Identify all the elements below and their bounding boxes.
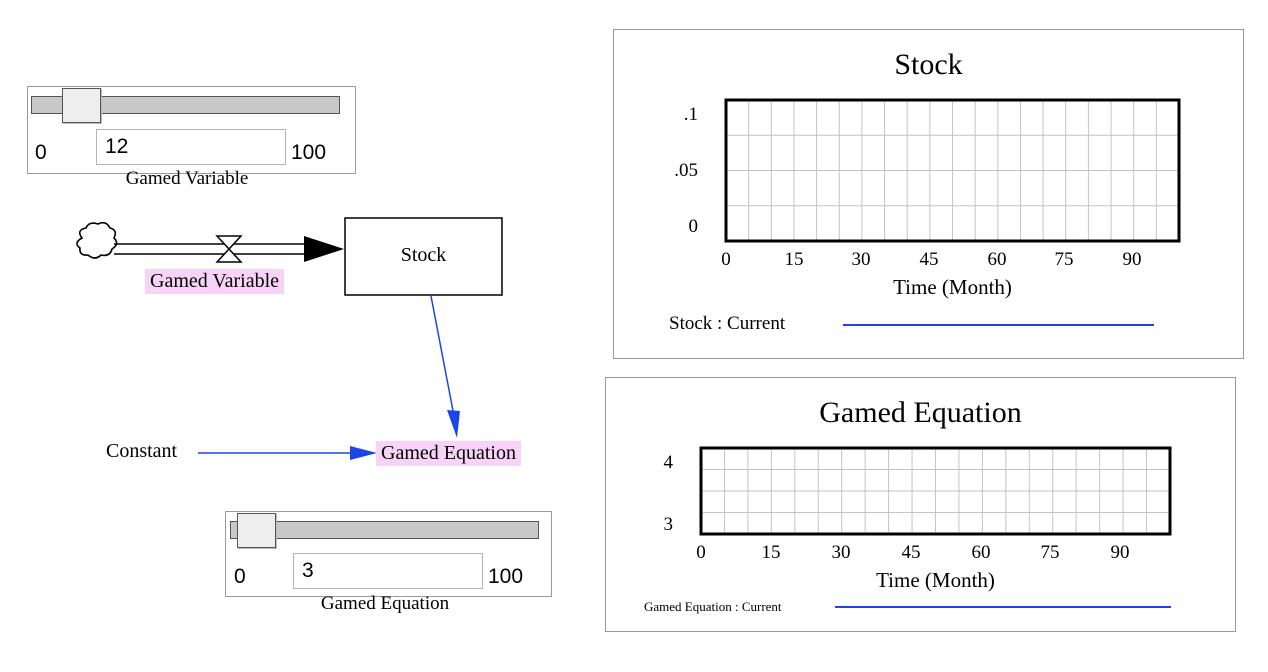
x-tick-label: 60 <box>971 542 991 563</box>
x-axis-label: Time (Month) <box>876 568 995 592</box>
gamed-equation-value-field[interactable]: 3 <box>293 553 483 589</box>
x-tick-label: 30 <box>851 249 871 270</box>
y-tick-label: 3 <box>663 514 674 535</box>
flow-rate-label[interactable]: Gamed Variable <box>145 269 285 294</box>
cloud-icon <box>76 221 118 259</box>
stock-box <box>344 217 503 296</box>
graph-title: Gamed Equation <box>819 396 1022 429</box>
gamed-variable-slider-caption: Gamed Variable <box>125 168 249 189</box>
x-tick-label: 45 <box>919 249 939 270</box>
plot-frame <box>724 98 1181 243</box>
slider-min-label: 0 <box>35 141 47 164</box>
y-tick-label: 0 <box>688 216 699 237</box>
gamed-equation-slider-thumb[interactable] <box>237 513 276 548</box>
x-tick-label: 30 <box>831 542 851 563</box>
x-tick-label: 75 <box>1054 249 1074 270</box>
x-tick-label: 0 <box>696 542 706 563</box>
x-tick-label: 15 <box>784 249 804 270</box>
x-tick-label: 60 <box>987 249 1007 270</box>
plot-frame <box>699 446 1172 536</box>
valve-icon <box>215 235 243 263</box>
constant-label[interactable]: Constant <box>106 440 178 462</box>
x-axis-label: Time (Month) <box>893 275 1012 299</box>
x-tick-label: 90 <box>1110 542 1130 563</box>
gamed-variable-value-field[interactable]: 12 <box>96 129 286 165</box>
y-tick-label: .05 <box>674 160 698 181</box>
legend-line <box>835 606 1171 608</box>
x-tick-label: 0 <box>721 249 731 270</box>
stock-label[interactable]: Stock <box>400 244 447 266</box>
stock-graph-panel[interactable]: Stock .1 .05 0 0 15 30 45 60 75 90 Time … <box>613 29 1244 359</box>
link-arrowhead-icon <box>350 446 377 460</box>
stock-graph-plot-area <box>724 98 1181 243</box>
gamed-variable-slider-panel: 0 12 100 <box>27 86 356 174</box>
gamed-equation-slider-caption: Gamed Equation <box>320 593 450 614</box>
slider-max-label: 100 <box>488 565 524 588</box>
gamed-variable-slider-thumb[interactable] <box>62 88 101 123</box>
slider-max-label: 100 <box>291 141 327 164</box>
flow-arrowhead-icon <box>304 236 344 262</box>
x-tick-label: 15 <box>761 542 781 563</box>
legend-label: Stock : Current <box>669 313 786 334</box>
gamed-equation-label[interactable]: Gamed Equation <box>376 441 521 466</box>
gamed-equation-graph-panel[interactable]: Gamed Equation 4 3 0 15 30 45 60 75 90 T… <box>605 377 1236 632</box>
gamed-equation-slider-panel: 0 3 100 <box>225 511 552 597</box>
gamed-equation-slider-track[interactable] <box>230 521 539 539</box>
legend-label: Gamed Equation : Current <box>644 599 782 614</box>
legend-line <box>843 324 1154 326</box>
gamed-variable-slider-track[interactable] <box>31 96 340 114</box>
y-tick-label: 4 <box>663 452 674 473</box>
x-tick-label: 75 <box>1040 542 1060 563</box>
slider-min-label: 0 <box>234 565 246 588</box>
y-tick-label: .1 <box>683 104 698 125</box>
x-tick-label: 90 <box>1122 249 1142 270</box>
link-arrowhead-icon <box>447 410 460 438</box>
x-tick-label: 45 <box>901 542 921 563</box>
gamed-equation-graph-plot-area <box>699 446 1172 536</box>
graph-title: Stock <box>894 48 963 81</box>
